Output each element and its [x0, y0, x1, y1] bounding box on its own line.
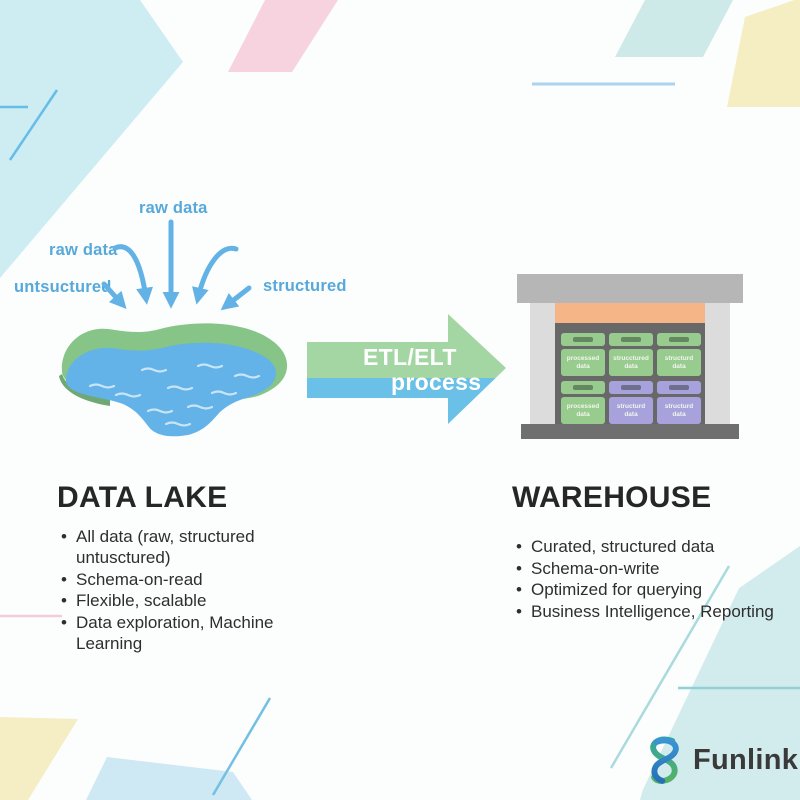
brand-wordmark: Funlink — [693, 743, 799, 776]
warehouse-pillar-right — [703, 303, 730, 424]
funlink-helix-icon — [650, 736, 679, 784]
crate-label: strucctured data — [609, 349, 653, 376]
lake-bullet: Flexible, scalable — [60, 590, 302, 611]
decor-cyan-topleft — [0, 0, 183, 278]
warehouse-bullet: Business Intelligence, Reporting — [515, 601, 800, 622]
crate-label: processed data — [561, 349, 605, 376]
crate-label: structurd data — [657, 397, 701, 424]
decor-pink-top — [228, 0, 338, 72]
lake-water — [66, 342, 276, 437]
data-lake-bullet-list: All data (raw, structured untusctured) S… — [60, 526, 302, 654]
crate-handle — [609, 333, 653, 346]
warehouse-bullet-list: Curated, structured data Schema-on-write… — [515, 536, 800, 622]
arrow-farleft-icon — [101, 281, 127, 310]
data-lake-illustration — [59, 323, 288, 437]
etl-process-arrow — [307, 314, 506, 424]
lake-bullet: All data (raw, structured untusctured) — [60, 526, 302, 568]
arrow-right-curve-icon — [192, 245, 239, 305]
warehouse-roof — [517, 274, 743, 303]
crate-handle-slot — [621, 385, 641, 390]
etl-arrow-blue-half — [307, 378, 496, 424]
etl-label-line1: ETL/ELT — [363, 344, 457, 370]
warehouse-orange-lintel — [555, 303, 705, 323]
crate-handle-slot — [621, 337, 641, 342]
crate-handle-slot — [573, 385, 593, 390]
crate-handle — [657, 381, 701, 394]
warehouse-pillar-left — [530, 303, 557, 424]
lake-bullet: Schema-on-read — [60, 569, 302, 590]
lake-ripples — [88, 363, 261, 427]
warehouse-bullet: Schema-on-write — [515, 558, 800, 579]
decor-yellow-bottomleft — [0, 717, 78, 800]
warehouse-bullet: Curated, structured data — [515, 536, 800, 557]
inflow-label-structured: structured — [263, 277, 347, 295]
crate-label: structurd data — [657, 349, 701, 376]
lake-shore-shadow — [59, 374, 110, 406]
crate-handle-slot — [669, 385, 689, 390]
lake-bullet: Data exploration, Machine Learning — [60, 612, 302, 654]
crate-handle — [561, 333, 605, 346]
warehouse-illustration: processed data strucctured data structur… — [515, 274, 745, 439]
inflow-label-raw-data-left: raw data — [49, 241, 118, 259]
helix-strand-blue — [651, 737, 679, 784]
crate-label: structurd data — [609, 397, 653, 424]
data-lake-title: DATA LAKE — [57, 481, 228, 514]
arrow-right-diag-icon — [220, 285, 252, 311]
etl-label-line2: process — [391, 369, 482, 395]
etl-arrow-green-half — [307, 314, 506, 378]
decor-blue-bottomcenter — [86, 757, 252, 800]
inflow-label-unstructured: untsuctured — [14, 278, 112, 296]
brand-logo: Funlink — [645, 733, 798, 787]
decor-teal-topright — [615, 0, 733, 57]
crate-handle — [657, 333, 701, 346]
decor-line-topleft-1 — [8, 89, 59, 161]
decor-line-bottomleft — [211, 697, 272, 796]
crate-handle-slot — [669, 337, 689, 342]
crate-handle — [561, 381, 605, 394]
inflow-label-raw-data-top: raw data — [139, 199, 208, 217]
inflow-arrows-icon — [101, 219, 252, 311]
crate-handle — [609, 381, 653, 394]
decor-yellow-topright — [727, 0, 800, 107]
crate-label: processed data — [561, 397, 605, 424]
warehouse-bullet: Optimized for querying — [515, 579, 800, 600]
arrow-left-curve-icon — [112, 244, 153, 305]
warehouse-title: WAREHOUSE — [512, 481, 712, 514]
crate-handle-slot — [573, 337, 593, 342]
warehouse-base — [521, 424, 739, 439]
